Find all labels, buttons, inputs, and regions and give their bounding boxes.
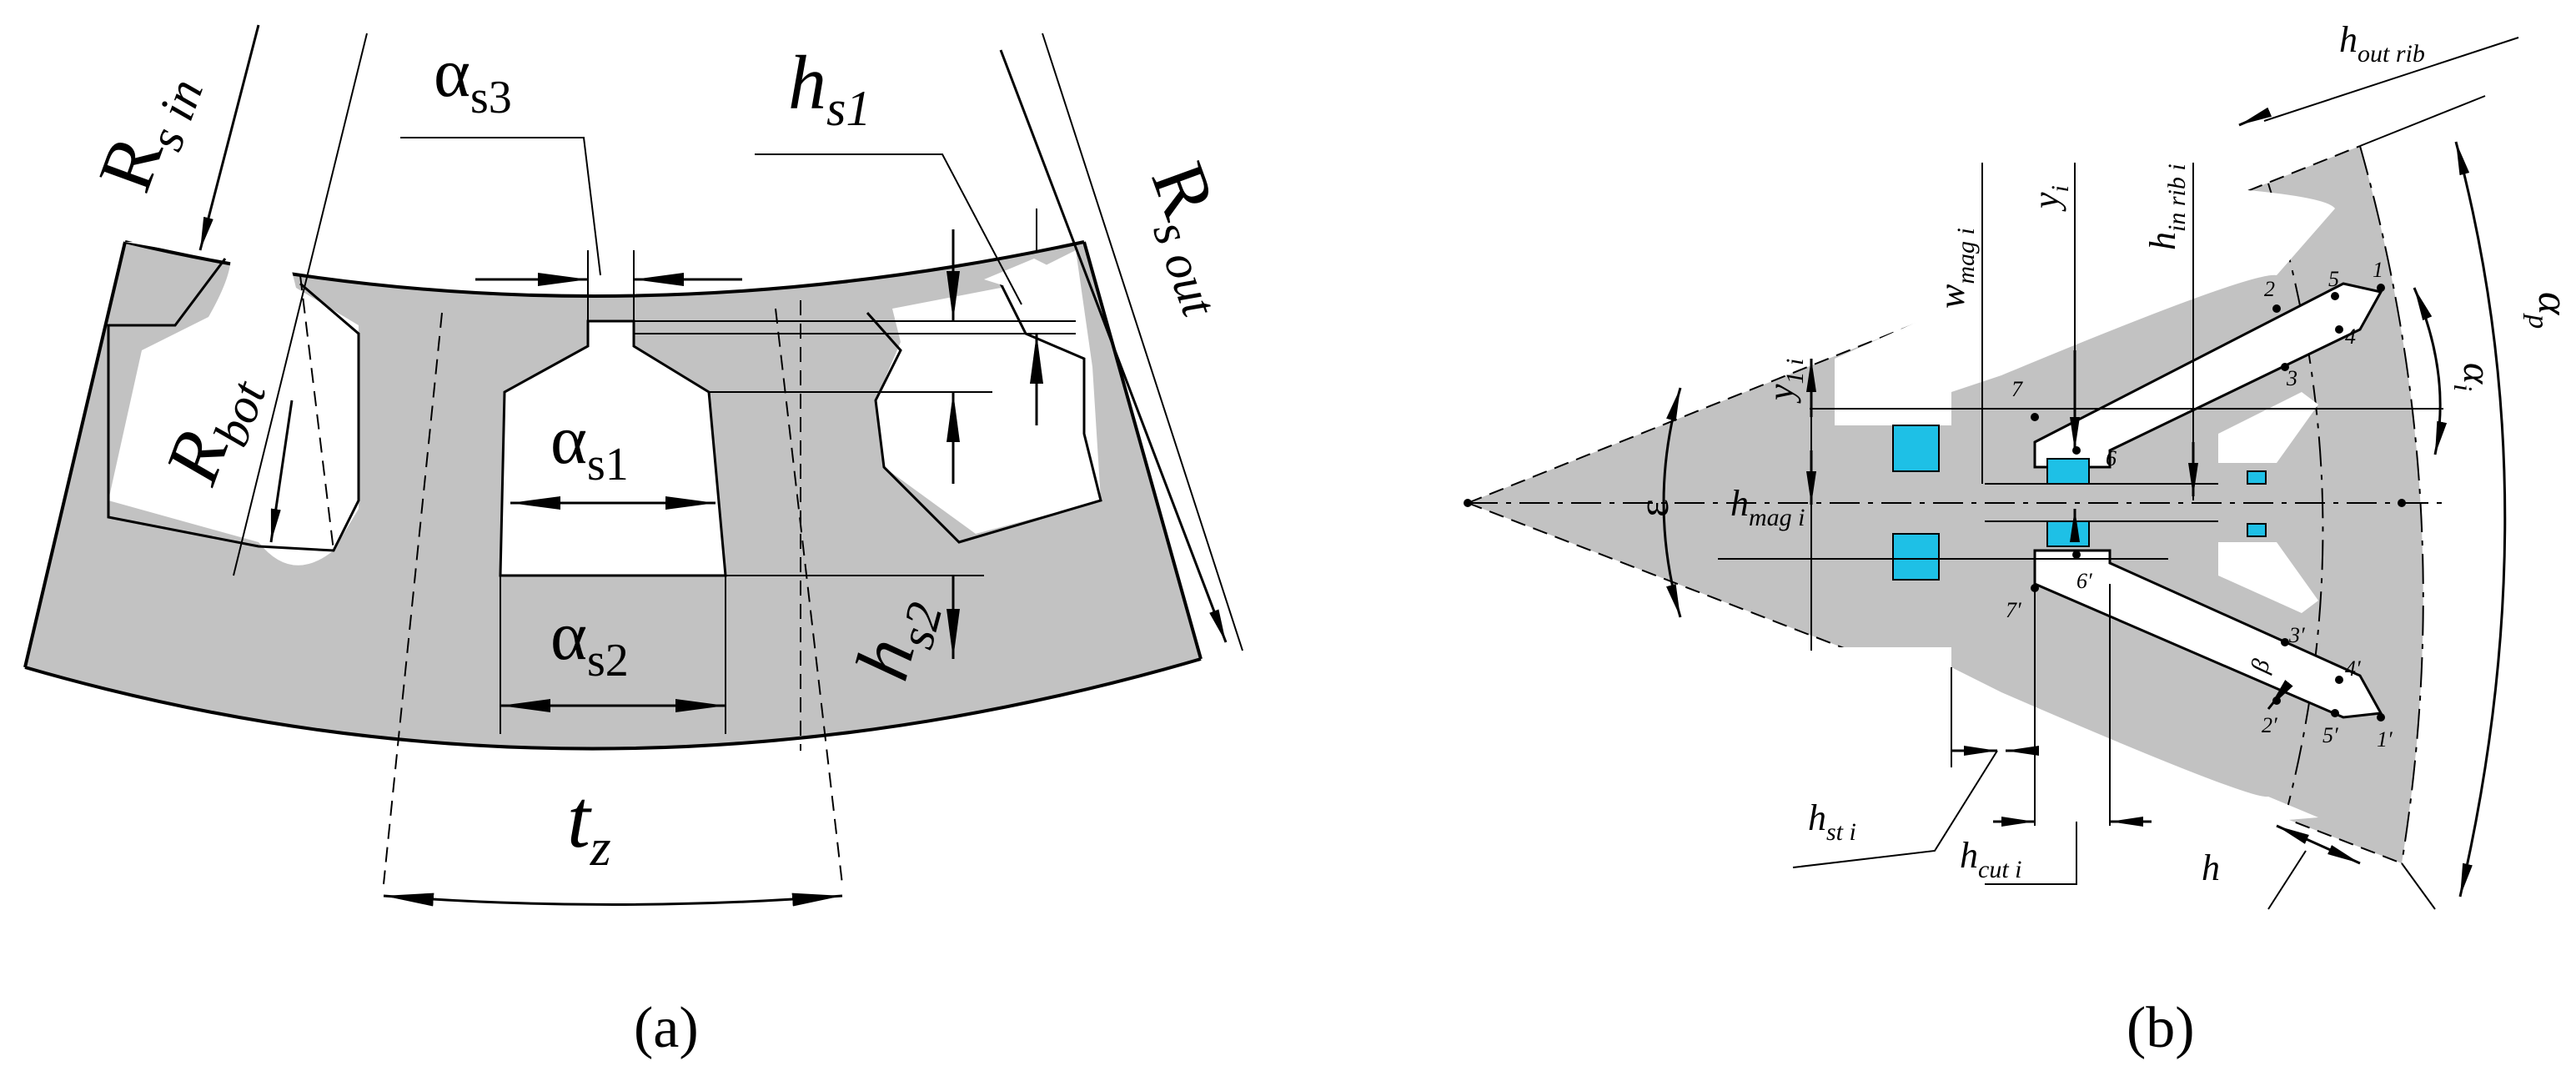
r-s-in-leader [233, 33, 368, 576]
upper-flux-barrier [1835, 188, 2335, 425]
label-alpha-p: αp [2523, 292, 2576, 329]
h-dim-arrow [2276, 824, 2361, 865]
label-h-s1: hs1 [788, 40, 871, 136]
label-r-s-out: Rs out [1125, 152, 1266, 324]
magnet-upper-right [2247, 470, 2267, 485]
label-point-5p: 5′ [2322, 723, 2338, 747]
label-alpha-s1: αs1 [550, 401, 629, 490]
point-4 [2335, 325, 2343, 334]
h-st-i-leader [1792, 750, 1998, 868]
label-epsilon: ε [1630, 499, 1678, 517]
label-h-out-rib: hout rib [2339, 19, 2425, 68]
panel-b-rotor-pole-diagram: 1 2 3 4 5 6 7 1′ 2′ 3′ 4′ 5′ 6′ 7′ hout … [1464, 19, 2576, 1060]
label-t-z: tz [567, 772, 611, 877]
label-point-6p: 6′ [2076, 569, 2092, 593]
point-7 [2031, 413, 2039, 421]
r-s-in-arrow [198, 24, 260, 251]
t-z-dim-arc [383, 892, 843, 907]
label-w-mag-i: wmag i [1931, 228, 1980, 309]
alpha-p-ray-bottom [2401, 862, 2436, 910]
lower-flux-barrier [1835, 647, 2318, 822]
r-s-out-leader [1042, 33, 1243, 651]
point-6p [2072, 551, 2081, 559]
lower-inner-barrier [2033, 549, 2383, 719]
h-s1-leader [755, 153, 1022, 305]
label-point-1p: 1′ [2377, 727, 2393, 752]
point-3p [2281, 638, 2289, 646]
label-h-st-i: hst i [1808, 797, 1856, 846]
stator-segment-outline [23, 240, 1203, 751]
label-point-3p: 3′ [2288, 623, 2305, 647]
epsilon-arc [1662, 387, 1682, 618]
label-h-mag-i: hmag i [1730, 483, 1805, 531]
magnet-upper-left [1892, 425, 1940, 472]
label-point-2: 2 [2264, 277, 2275, 301]
magnet-lower-left [1892, 533, 1940, 581]
point-3 [2281, 363, 2289, 371]
label-alpha-s2: αs2 [550, 597, 629, 686]
caption-a: (a) [634, 996, 699, 1060]
alpha-s3-leader [400, 137, 601, 276]
label-y-i: yi [2026, 185, 2074, 212]
magnet-upper-center [2046, 458, 2090, 485]
r-bot-arrow [269, 400, 294, 543]
construction-points [1464, 284, 2406, 722]
r-s-out-arrow [999, 49, 1228, 643]
label-point-7p: 7′ [2006, 598, 2021, 622]
tooth-pitch-line-left [383, 312, 443, 885]
label-h: h [2202, 847, 2220, 888]
point-apex [1464, 499, 1472, 507]
h-cut-i-leader [1985, 822, 2077, 885]
label-h-cut-i: hcut i [1960, 835, 2022, 883]
label-point-5: 5 [2328, 267, 2339, 291]
alpha-i-arc [2413, 287, 2448, 455]
point-2 [2272, 304, 2281, 313]
label-alpha-i: αi [2448, 363, 2499, 391]
point-4p [2335, 676, 2343, 684]
caption-b: (b) [2127, 996, 2195, 1060]
rotor-pole-wedge [1468, 146, 2423, 863]
point-5p [2331, 709, 2339, 717]
panel-a-stator-slot-diagram: Rs in αs3 hs1 Rs out Rbot αs1 αs2 hs2 tz… [23, 24, 1266, 1060]
magnet-lower-center [2046, 520, 2090, 547]
rotor-inner-arc [2267, 183, 2324, 818]
label-alpha-s3: αs3 [434, 34, 512, 123]
label-y-1-i: y1 i [1760, 359, 1809, 404]
label-point-4p: 4′ [2345, 656, 2361, 681]
label-point-1: 1 [2373, 258, 2383, 282]
point-7p [2031, 584, 2039, 592]
alpha-p-ray-top [2359, 95, 2486, 147]
magnet-lower-right [2247, 523, 2267, 537]
h-leader [2267, 850, 2307, 910]
label-point-3: 3 [2286, 366, 2297, 390]
right-slot-outline [866, 283, 1102, 544]
label-r-s-in: Rs in [82, 58, 213, 205]
tooth-pitch-line-right [775, 308, 843, 885]
label-point-2p: 2′ [2262, 713, 2277, 737]
label-point-7: 7 [2011, 377, 2023, 401]
label-point-6: 6 [2106, 446, 2117, 470]
point-1p [2377, 713, 2385, 722]
right-upper-small-barrier [2218, 392, 2318, 463]
label-point-4: 4 [2345, 324, 2356, 349]
point-6 [2072, 446, 2081, 455]
point-2p [2272, 696, 2281, 705]
point-1 [2377, 284, 2385, 292]
label-h-in-rib-i: hin rib i [2142, 163, 2191, 250]
right-lower-small-barrier [2218, 542, 2318, 613]
h-out-rib-leader [2263, 37, 2519, 122]
alpha-p-arc [2454, 141, 2507, 898]
point-axis-end [2398, 499, 2406, 507]
left-slot-outline [107, 258, 360, 552]
label-h-s2: hs2 [839, 586, 953, 691]
h-out-rib-arrow [2238, 107, 2272, 127]
point-5 [2331, 292, 2339, 300]
right-corner-notch [984, 259, 1067, 300]
